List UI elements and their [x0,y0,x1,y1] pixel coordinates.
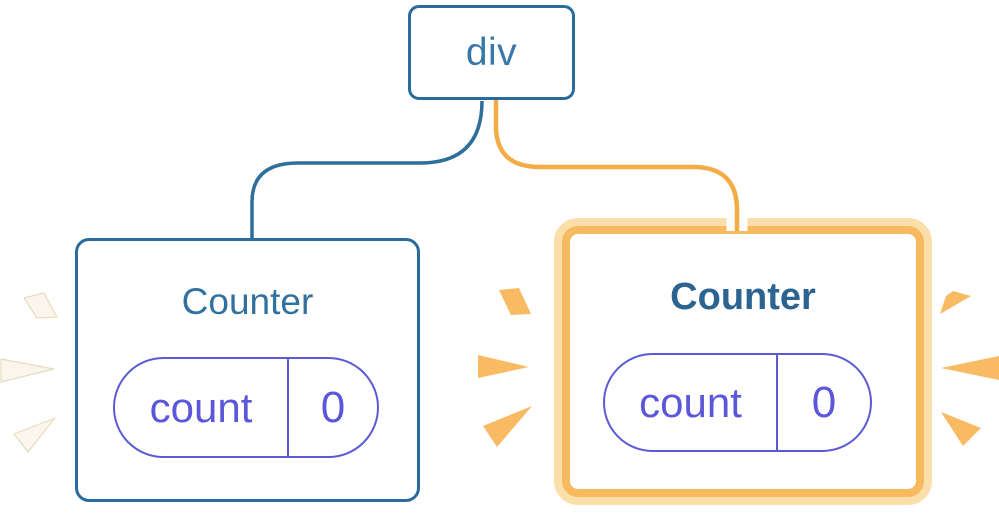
state-key-right: count [605,355,779,450]
burst-rays-icon-middle [478,288,532,447]
counter-title-right: Counter [670,276,816,318]
state-pill-left: count 0 [113,357,379,458]
state-value-right: 0 [811,377,837,427]
state-value-left: 0 [320,382,346,432]
burst-rays-icon-left [0,292,58,453]
connector-left-edge [250,100,484,240]
connector-right-casing [485,95,748,231]
burst-rays-icon-right [940,291,999,446]
state-key-left: count [115,359,290,456]
connector-right-edge [493,95,740,231]
counter-title-left: Counter [181,281,314,322]
root-node-label: div [465,30,518,74]
state-pill-right: count 0 [603,353,872,452]
root-node: div [408,5,575,100]
